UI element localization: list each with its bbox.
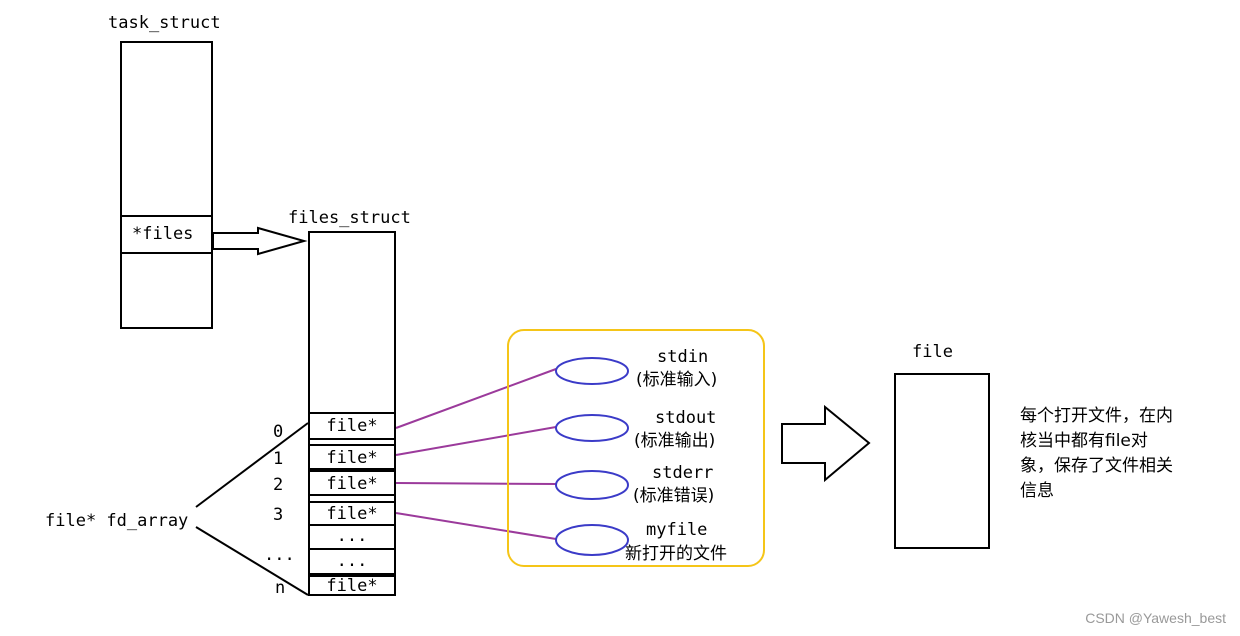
fd-index-ellipsis: ... (264, 545, 295, 565)
connector-myfile (395, 512, 557, 540)
fd-index-n: n (275, 578, 286, 598)
fd-index-2: 2 (273, 475, 284, 495)
stream-group-border (507, 329, 765, 567)
connector-stderr (395, 482, 557, 485)
file-title: file (912, 342, 953, 362)
note-line-1: 每个打开文件，在内 (1020, 406, 1173, 426)
stdin-ellipse (555, 357, 629, 385)
fd-array-label: file* fd_array (45, 511, 189, 531)
myfile-desc: 新打开的文件 (625, 544, 727, 564)
files-pointer-arrow (212, 226, 308, 256)
connector-stdout (395, 426, 557, 456)
fd-slot-0: file* (308, 412, 396, 440)
fd-index-3: 3 (273, 505, 284, 525)
fd-slot-ellipsis-1: ... (308, 524, 396, 550)
myfile-ellipse (555, 524, 629, 556)
fd-slot-1: file* (308, 444, 396, 470)
note-line-3: 象，保存了文件相关 (1020, 456, 1173, 476)
connector-stdin (395, 368, 557, 429)
watermark: CSDN @Yawesh_best (1085, 610, 1226, 626)
fd-slot-3: file* (308, 501, 396, 526)
note-line-2: 核当中都有file对 (1020, 431, 1148, 451)
note-line-4: 信息 (1020, 481, 1054, 501)
stdin-name: stdin (657, 347, 709, 367)
stderr-desc: (标准错误) (633, 486, 715, 506)
fd-slot-2: file* (308, 470, 396, 496)
file-box (894, 373, 990, 549)
fd-array-line-top (195, 422, 309, 508)
stdout-name: stdout (655, 408, 717, 428)
stdout-desc: (标准输出) (634, 431, 716, 451)
fd-index-0: 0 (273, 422, 284, 442)
to-file-arrow (781, 404, 871, 483)
stdin-desc: (标准输入) (636, 370, 718, 390)
fd-index-1: 1 (273, 449, 284, 469)
task-struct-box (120, 41, 213, 329)
fd-slot-ellipsis-2: ... (308, 548, 396, 575)
fd-array-line-bottom (195, 526, 309, 596)
fd-slot-n: file* (308, 575, 396, 596)
task-struct-title: task_struct (108, 13, 221, 33)
stdout-ellipse (555, 414, 629, 442)
files-struct-title: files_struct (288, 208, 411, 228)
files-field: *files (120, 215, 213, 254)
stderr-ellipse (555, 470, 629, 500)
myfile-name: myfile (646, 520, 708, 540)
stderr-name: stderr (652, 463, 714, 483)
